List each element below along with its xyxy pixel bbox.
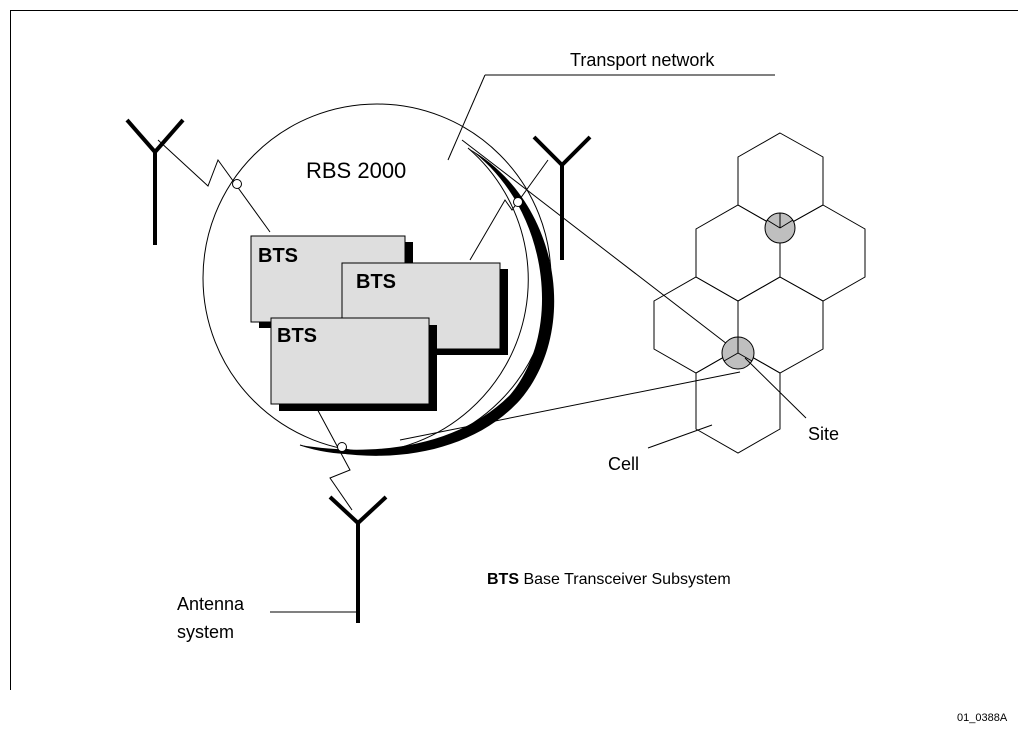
legend-text: Base Transceiver Subsystem bbox=[519, 571, 731, 588]
connector-node-right bbox=[513, 197, 523, 207]
site-upper-edge-c bbox=[779, 219, 794, 229]
legend-abbr: BTS bbox=[487, 571, 519, 588]
legend: BTS Base Transceiver Subsystem bbox=[487, 571, 731, 588]
hex-cell-bottom bbox=[695, 348, 781, 454]
bts-box-2-label: BTS bbox=[356, 271, 396, 293]
site-label: Site bbox=[808, 424, 839, 444]
antenna-label-line2: system bbox=[177, 622, 234, 642]
cell-pointer bbox=[647, 424, 713, 449]
site-lower-edge-c bbox=[737, 352, 753, 362]
bts-box-1-label: BTS bbox=[258, 245, 298, 267]
cell-label: Cell bbox=[608, 454, 639, 474]
site-upper-edge-b bbox=[766, 219, 781, 229]
site-lower-edge-b bbox=[723, 352, 739, 362]
figure-id: 01_0388A bbox=[957, 712, 1008, 724]
antenna-bottom bbox=[314, 404, 388, 623]
antenna-top-left bbox=[125, 118, 271, 245]
bts-box-3: BTS bbox=[270, 317, 437, 411]
antenna-label-line1: Antenna bbox=[177, 594, 245, 614]
rbs-label: RBS 2000 bbox=[306, 158, 406, 183]
transport-pointer bbox=[447, 74, 486, 161]
projection-line-bottom bbox=[399, 371, 741, 441]
projection-line-top bbox=[461, 139, 741, 355]
bts-box-3-label: BTS bbox=[277, 325, 317, 347]
site-pointer bbox=[744, 357, 807, 419]
transport-network-label: Transport network bbox=[570, 50, 715, 70]
connector-node-left bbox=[232, 179, 242, 189]
connector-node-bottom bbox=[337, 442, 347, 452]
cell-grid bbox=[653, 132, 866, 454]
antenna-top-right bbox=[469, 135, 592, 261]
